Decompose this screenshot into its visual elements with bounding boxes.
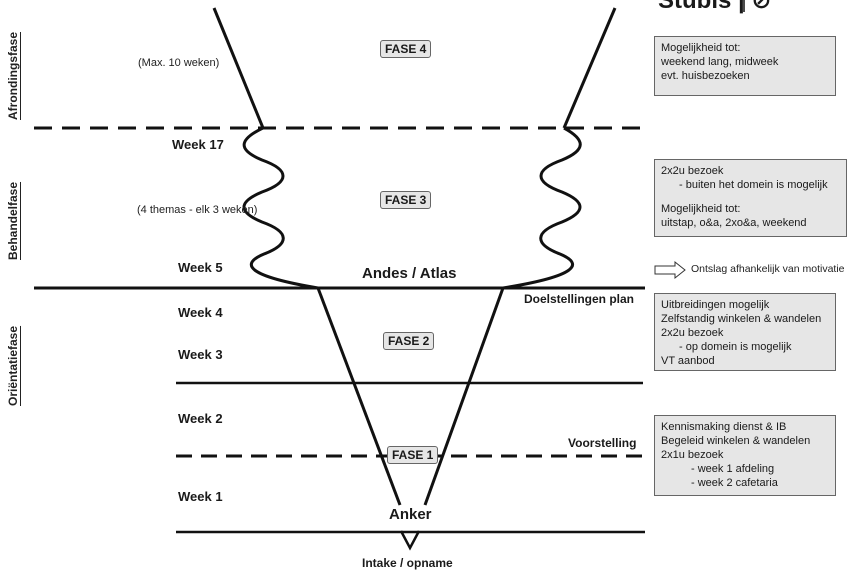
box-line: VT aanbod (661, 355, 715, 367)
box-line: Zelfstandig winkelen & wandelen (661, 313, 822, 325)
info-box-fase4: Mogelijkheid tot: weekend lang, midweek … (654, 36, 836, 96)
box-line: evt. huisbezoeken (661, 70, 750, 82)
box-line: Mogelijkheid tot: (661, 203, 741, 215)
week-4-label: Week 4 (178, 305, 223, 320)
box-line: 2x2u bezoek (661, 327, 724, 339)
box-line: - week 1 afdeling (691, 463, 775, 475)
week-5-label: Week 5 (178, 260, 223, 275)
funnel-left-wave (242, 126, 319, 290)
anker-label: Anker (389, 506, 432, 523)
ontslag-label: Ontslag afhankelijk van motivatie (691, 263, 845, 275)
box-line: weekend lang, midweek (661, 56, 779, 68)
andes-atlas-label: Andes / Atlas (362, 265, 457, 282)
fase-3-badge: FASE 3 (380, 191, 432, 209)
intake-v-mark (399, 530, 421, 551)
fase-1-badge: FASE 1 (387, 446, 439, 464)
intake-label: Intake / opname (362, 556, 453, 570)
funnel-left-bottom (316, 287, 402, 506)
fase-4-badge: FASE 4 (380, 40, 432, 58)
box-line: Uitbreidingen mogelijk (661, 299, 770, 311)
info-box-fase3: 2x2u bezoek - buiten het domein is mogel… (654, 159, 847, 237)
box-line: Begeleid winkelen & wandelen (661, 435, 811, 447)
doelstellingen-label: Doelstellingen plan (524, 292, 635, 306)
info-box-fase1: Kennismaking dienst & IB Begeleid winkel… (654, 415, 836, 496)
phase-behandelfase: Behandelfase (6, 181, 20, 260)
voorstelling-label: Voorstelling (568, 436, 637, 450)
brand-title: Stubis | ⊘ (658, 0, 772, 14)
box-line: 2x1u bezoek (661, 449, 724, 461)
week-17-label: Week 17 (172, 137, 224, 152)
box-line: Kennismaking dienst & IB (661, 421, 787, 433)
box-line: - week 2 cafetaria (691, 477, 778, 489)
funnel-left-top (212, 7, 265, 129)
box-line: Mogelijkheid tot: (661, 42, 741, 54)
phase-afrondingsfase: Afrondingsfase (6, 31, 20, 120)
funnel-right-top (562, 7, 617, 129)
week-2-label: Week 2 (178, 411, 223, 426)
note-max-weeks: (Max. 10 weken) (138, 57, 220, 69)
ontslag-arrow-icon (654, 260, 686, 280)
phase-orientatiefase: Oriëntatiefase (6, 325, 20, 406)
funnel-right-wave (502, 126, 582, 290)
box-line: - buiten het domein is mogelijk (679, 179, 828, 191)
box-line: uitstap, o&a, 2xo&a, weekend (661, 217, 807, 229)
funnel-right-bottom (423, 287, 505, 506)
fase-2-badge: FASE 2 (383, 332, 435, 350)
box-line: - op domein is mogelijk (679, 341, 792, 353)
box-line: 2x2u bezoek (661, 165, 724, 177)
note-themas: (4 themas - elk 3 weken) (137, 204, 258, 216)
week-1-label: Week 1 (178, 489, 223, 504)
info-box-fase2: Uitbreidingen mogelijk Zelfstandig winke… (654, 293, 836, 371)
week-3-label: Week 3 (178, 347, 223, 362)
